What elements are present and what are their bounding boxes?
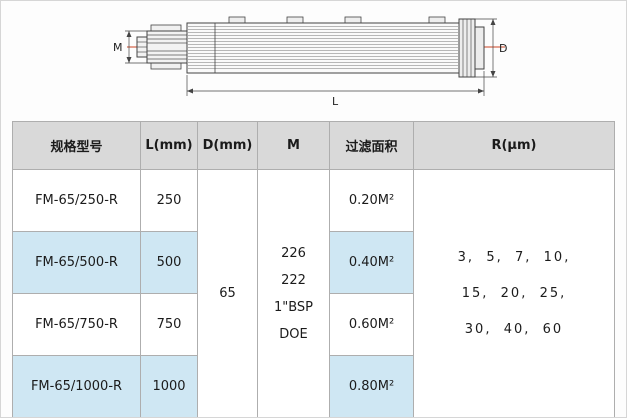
col-header-diameter: D(mm)	[197, 121, 258, 170]
left-adapter	[146, 24, 188, 70]
cell-length: 1000	[140, 355, 198, 417]
cell-model: FM-65/500-R	[12, 231, 141, 294]
micron-line: 15, 20, 25,	[461, 285, 567, 301]
table-row: FM-65/750-R 750 0.60M²	[12, 293, 615, 356]
cell-length: 500	[140, 231, 198, 294]
cell-filter-area: 0.40M²	[329, 231, 414, 294]
cell-micron-ratings: 3, 5, 7, 10, 15, 20, 25, 30, 40, 60	[413, 169, 615, 417]
top-tabs	[228, 16, 446, 24]
cell-length: 750	[140, 293, 198, 356]
col-header-m: M	[257, 121, 330, 170]
filter-body	[186, 22, 460, 74]
cell-model: FM-65/750-R	[12, 293, 141, 356]
cell-filter-area: 0.80M²	[329, 355, 414, 417]
dimension-d-label: D	[499, 42, 507, 55]
cell-length: 250	[140, 169, 198, 232]
dimension-m: M	[113, 30, 147, 64]
spec-table: 规格型号 L(mm) D(mm) M 过滤面积 R(μm) FM-65/250-…	[12, 121, 615, 417]
micron-line: 30, 40, 60	[464, 321, 564, 337]
cell-model: FM-65/250-R	[12, 169, 141, 232]
dimension-d: D	[461, 18, 507, 78]
m-spec-line: DOE	[279, 326, 308, 342]
col-header-model: 规格型号	[12, 121, 141, 170]
micron-line: 3, 5, 7, 10,	[457, 249, 571, 265]
header-row: 规格型号 L(mm) D(mm) M 过滤面积 R(μm)	[12, 121, 615, 170]
dimension-l-label: L	[332, 95, 339, 108]
left-knob	[136, 36, 148, 58]
cell-m-spec: 226 222 1"BSP DOE	[257, 169, 330, 417]
cell-model: FM-65/1000-R	[12, 355, 141, 417]
dimension-m-label: M	[113, 41, 123, 54]
table-wrap: 规格型号 L(mm) D(mm) M 过滤面积 R(μm) FM-65/250-…	[1, 119, 626, 417]
cell-filter-area: 0.60M²	[329, 293, 414, 356]
col-header-filter-area: 过滤面积	[329, 121, 414, 170]
m-spec-line: 1"BSP	[273, 299, 314, 315]
col-header-micron: R(μm)	[413, 121, 615, 170]
table-row: FM-65/250-R 250 65 226 222 1"BSP DOE 0.2…	[12, 169, 615, 417]
m-spec-line: 222	[281, 272, 306, 288]
filter-diagram: M D L	[1, 1, 626, 119]
pleats	[188, 26, 458, 70]
end-cap	[458, 18, 485, 78]
cell-diameter: 65	[197, 169, 258, 417]
col-header-length: L(mm)	[140, 121, 198, 170]
filter-cartridge-drawing: M D L	[113, 16, 507, 108]
table-row: FM-65/1000-R 1000 0.80M²	[12, 355, 615, 417]
m-spec-line: 226	[281, 245, 306, 261]
cell-filter-area: 0.20M²	[329, 169, 414, 232]
table-row: FM-65/500-R 500 0.40M²	[12, 231, 615, 294]
dimension-l: L	[186, 71, 485, 108]
